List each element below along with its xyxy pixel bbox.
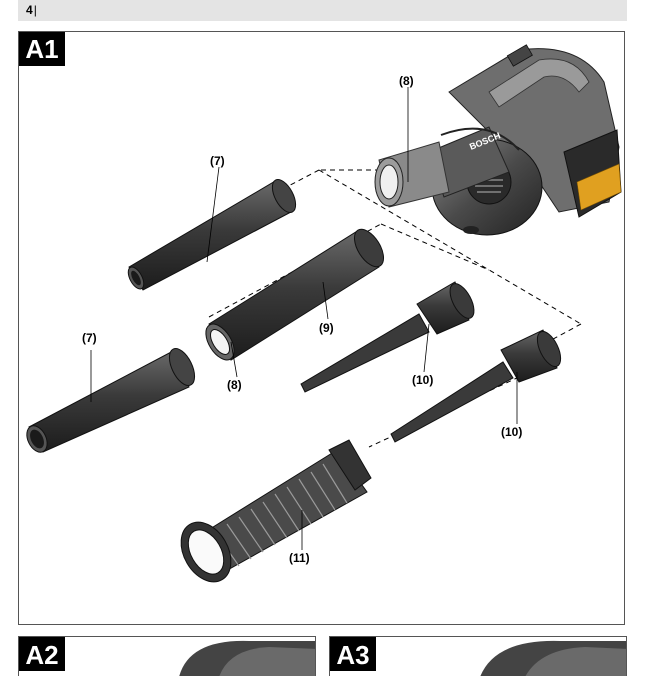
nozzle-cone-lower bbox=[26, 347, 196, 453]
figure-a3-illustration bbox=[480, 640, 626, 676]
callout-nozzle-lower: (7) bbox=[82, 331, 97, 345]
crevice-nozzle-lower bbox=[390, 329, 562, 443]
callout-nozzle-upper: (7) bbox=[210, 154, 225, 168]
crevice-nozzle-upper bbox=[300, 281, 475, 393]
nozzle-cone-upper bbox=[127, 179, 297, 291]
flexible-hose bbox=[180, 439, 372, 583]
blower-tool-illustration: BOSCH bbox=[374, 44, 622, 236]
callout-extension-tube: (9) bbox=[319, 321, 334, 335]
figure-tag-a1: A1 bbox=[19, 32, 65, 66]
callout-cap-tube: (8) bbox=[227, 378, 242, 392]
callout-crevice-upper: (10) bbox=[412, 373, 433, 387]
figure-a2: A2 bbox=[18, 636, 316, 676]
figure-a1: A1 bbox=[18, 31, 625, 625]
callout-hose: (11) bbox=[289, 551, 310, 565]
extension-tube bbox=[205, 228, 385, 361]
exploded-view-diagram: BOSCH bbox=[26, 44, 622, 583]
callout-cap-top: (8) bbox=[399, 74, 414, 88]
page-header: 4| bbox=[18, 0, 627, 21]
figure-a3: A3 bbox=[329, 636, 627, 676]
callout-crevice-lower: (10) bbox=[501, 425, 522, 439]
callout-leader-lines bbox=[90, 87, 518, 550]
figure-a2-illustration bbox=[179, 640, 315, 676]
page-number: 4| bbox=[26, 3, 37, 17]
